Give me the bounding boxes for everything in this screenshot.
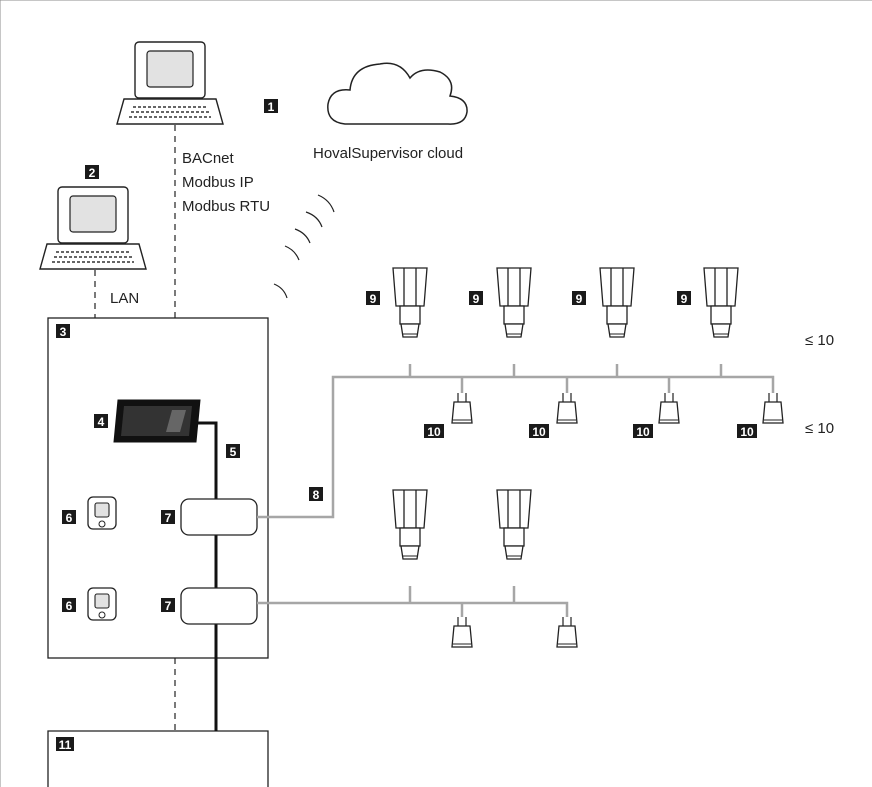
protocol-label-bacnet: BACnet bbox=[182, 150, 235, 167]
badge-2: 2 bbox=[85, 165, 99, 180]
badge-10: 10 bbox=[633, 424, 653, 439]
ceiling-unit-icon bbox=[392, 267, 428, 338]
badge-6: 6 bbox=[62, 598, 76, 613]
badge-9: 9 bbox=[677, 291, 691, 306]
sensor-icon bbox=[556, 392, 578, 424]
svg-text:9: 9 bbox=[473, 292, 480, 306]
laptop-icon bbox=[39, 186, 147, 270]
limit-units-label: ≤ 10 bbox=[805, 332, 834, 349]
cloud-icon bbox=[327, 62, 468, 125]
badge-7: 7 bbox=[161, 598, 175, 613]
badge-9: 9 bbox=[366, 291, 380, 306]
ceiling-unit-icon bbox=[496, 267, 532, 338]
room-control-unit-icon bbox=[87, 587, 117, 621]
badge-8: 8 bbox=[309, 487, 323, 502]
zone-controller bbox=[180, 587, 258, 625]
badge-1: 1 bbox=[264, 99, 278, 114]
svg-text:5: 5 bbox=[230, 445, 237, 459]
protocol-label-modbus-ip: Modbus IP bbox=[182, 174, 254, 191]
svg-text:10: 10 bbox=[427, 425, 441, 439]
svg-text:3: 3 bbox=[60, 325, 67, 339]
badge-10: 10 bbox=[737, 424, 757, 439]
bus-line-lower bbox=[257, 586, 569, 617]
svg-text:2: 2 bbox=[89, 166, 96, 180]
badge-9: 9 bbox=[469, 291, 483, 306]
svg-text:10: 10 bbox=[740, 425, 754, 439]
sensor-icon bbox=[451, 392, 473, 424]
sensor-icon bbox=[762, 392, 784, 424]
badge-10: 10 bbox=[529, 424, 549, 439]
svg-text:6: 6 bbox=[66, 511, 73, 525]
ceiling-unit-icon bbox=[599, 267, 635, 338]
badge-3: 3 bbox=[56, 324, 70, 339]
ceiling-unit-icon bbox=[703, 267, 739, 338]
badge-11: 11 bbox=[56, 737, 74, 752]
zone-controller bbox=[180, 498, 258, 536]
svg-text:4: 4 bbox=[98, 415, 105, 429]
badge-9: 9 bbox=[572, 291, 586, 306]
badge-7: 7 bbox=[161, 510, 175, 525]
sensor-icon bbox=[556, 616, 578, 648]
badge-6: 6 bbox=[62, 510, 76, 525]
ceiling-unit-icon bbox=[392, 489, 428, 560]
badge-10: 10 bbox=[424, 424, 444, 439]
laptop-icon bbox=[116, 41, 224, 125]
ceiling-unit-icon bbox=[496, 489, 532, 560]
cloud-label: HovalSupervisor cloud bbox=[313, 145, 463, 162]
svg-text:9: 9 bbox=[681, 292, 688, 306]
badge-5: 5 bbox=[226, 444, 240, 459]
wireless-signal-icon bbox=[273, 194, 335, 299]
svg-text:9: 9 bbox=[370, 292, 377, 306]
bottom-cabinet bbox=[47, 730, 269, 787]
badge-4: 4 bbox=[94, 414, 108, 429]
lan-label: LAN bbox=[110, 290, 139, 307]
svg-text:10: 10 bbox=[532, 425, 546, 439]
protocol-label-modbus-rtu: Modbus RTU bbox=[182, 198, 270, 215]
sensor-icon bbox=[451, 616, 473, 648]
sensor-icon bbox=[658, 392, 680, 424]
svg-text:1: 1 bbox=[268, 100, 275, 114]
system-cable bbox=[197, 421, 218, 731]
touch-display-icon bbox=[113, 399, 201, 443]
svg-text:6: 6 bbox=[66, 599, 73, 613]
limit-sensors-label: ≤ 10 bbox=[805, 420, 834, 437]
room-control-unit-icon bbox=[87, 496, 117, 530]
svg-text:8: 8 bbox=[313, 488, 320, 502]
bus-line-upper bbox=[257, 364, 775, 519]
svg-text:7: 7 bbox=[165, 511, 172, 525]
svg-text:11: 11 bbox=[59, 738, 72, 752]
svg-text:10: 10 bbox=[636, 425, 650, 439]
svg-text:7: 7 bbox=[165, 599, 172, 613]
svg-text:9: 9 bbox=[576, 292, 583, 306]
